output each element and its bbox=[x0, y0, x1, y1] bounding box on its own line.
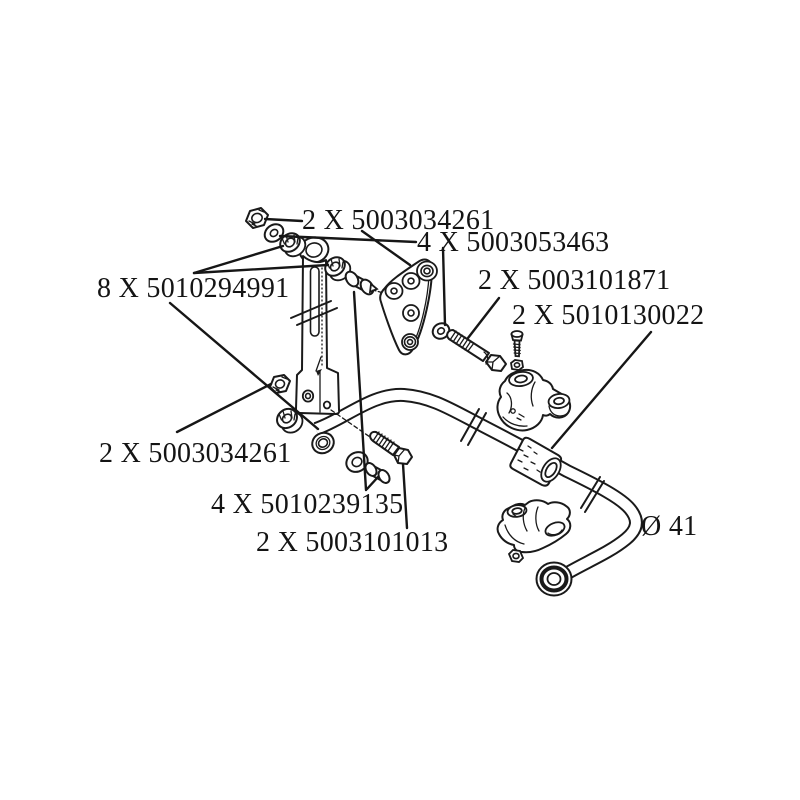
upper-hex-nut bbox=[245, 207, 269, 229]
upper-bolt bbox=[446, 329, 507, 372]
bar-end-bushing bbox=[535, 561, 573, 597]
clamp-screw-nut bbox=[510, 359, 524, 371]
mounting-bracket-plate bbox=[379, 258, 438, 356]
lower-bolt bbox=[369, 430, 413, 465]
part-label-washers: 4 X 5003053463 bbox=[417, 227, 610, 258]
part-label-lower-nut: 2 X 5003034261 bbox=[99, 438, 292, 469]
part-label-bar-diameter: Ø 41 bbox=[641, 511, 698, 542]
lower-clamp bbox=[496, 499, 572, 554]
lower-clamp-nut bbox=[507, 549, 525, 563]
lower-spacer bbox=[364, 462, 391, 484]
part-label-upper-nut: 2 X 5003034261 bbox=[302, 205, 495, 236]
part-label-lower-bolt: 2 X 5003101013 bbox=[256, 527, 449, 558]
upper-washer bbox=[263, 223, 285, 243]
leader-lines bbox=[168, 217, 653, 530]
part-label-bar-bushing-kit: 2 X 5010130022 bbox=[512, 300, 705, 331]
part-label-spacers: 4 X 5010239135 bbox=[211, 489, 404, 520]
bracket-washer bbox=[431, 322, 451, 340]
clamp-screw bbox=[510, 330, 524, 358]
lower-washer-2 bbox=[345, 451, 369, 473]
upper-clamp bbox=[496, 368, 572, 432]
lower-bushing bbox=[276, 407, 304, 434]
lower-washer-1 bbox=[311, 431, 335, 455]
part-label-link-bushings: 8 X 5010294991 bbox=[97, 273, 290, 304]
upper-spacer bbox=[344, 270, 379, 296]
part-label-upper-bolt: 2 X 5003101871 bbox=[478, 265, 671, 296]
bar-break-marks bbox=[460, 408, 605, 513]
bar-rubber-bushing bbox=[509, 436, 563, 487]
